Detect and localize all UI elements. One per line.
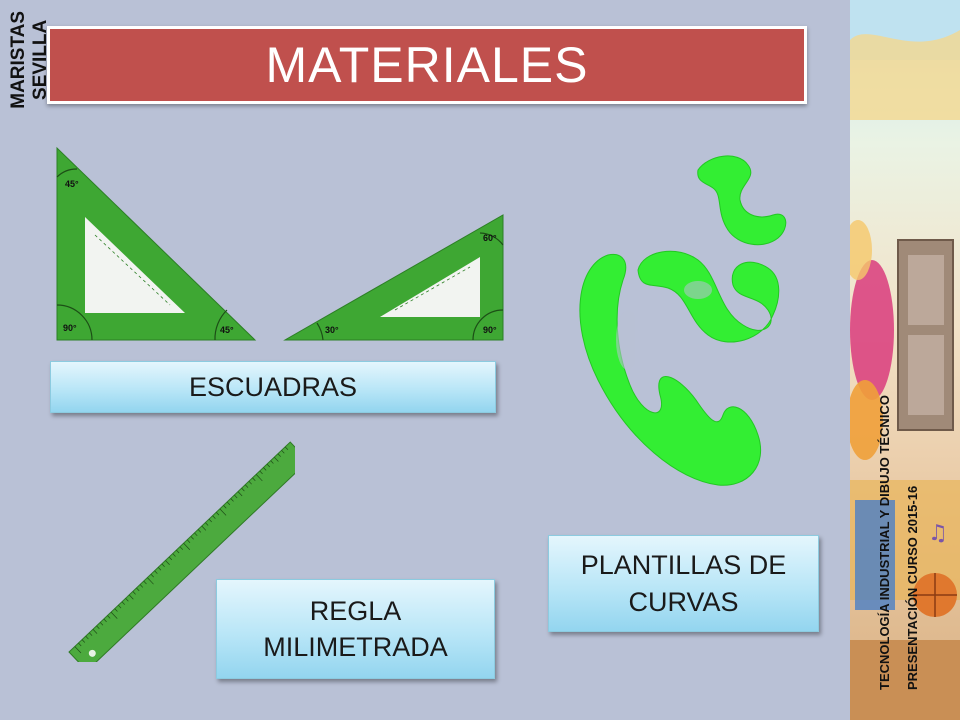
label-escuadras: ESCUADRAS (50, 361, 496, 413)
set-squares-illustration: 45° 90° 45° 60° 30° 90° (56, 146, 504, 341)
brand-line1: MARISTAS (8, 11, 30, 109)
mark-right-bottom-right: 90° (483, 325, 497, 335)
mark-left-bottom-right: 45° (220, 325, 234, 335)
mark-left-bottom-left: 90° (63, 323, 77, 333)
slide-title: MATERIALES (265, 37, 589, 93)
label-plantillas-line2: CURVAS (628, 586, 739, 617)
footer-course-line1: TECNOLOGÍA INDUSTRIAL Y DIBUJO TÉCNICO (877, 395, 892, 690)
brand-maristas-sevilla: MARISTAS SEVILLA (0, 0, 60, 120)
label-plantillas-line1: PLANTILLAS DE (580, 550, 787, 581)
side-collage-art: ♫ (850, 0, 960, 720)
title-banner: MATERIALES (47, 26, 807, 104)
mark-left-top: 45° (65, 179, 79, 189)
brand-line2: SEVILLA (30, 19, 51, 101)
mark-right-top: 60° (483, 233, 497, 243)
french-curves-illustration (579, 155, 787, 486)
label-regla-line2: MILIMETRADA (263, 632, 448, 662)
set-square-45: 45° 90° 45° (56, 146, 257, 341)
label-regla-line1: REGLA (309, 595, 402, 626)
mark-right-bottom-left: 30° (325, 325, 339, 335)
label-regla-milimetrada: REGLA MILIMETRADA (216, 579, 495, 679)
ruler-illustration (68, 441, 295, 662)
footer-course-line2: PRESENTACIÓN CURSO 2015-16 (905, 485, 920, 690)
label-escuadras-text: ESCUADRAS (188, 371, 358, 402)
svg-text:♫: ♫ (928, 521, 948, 546)
decorative-side-panel: ♫ (850, 0, 960, 720)
label-plantillas-de-curvas: PLANTILLAS DE CURVAS (548, 535, 819, 632)
set-square-30-60: 60° 30° 90° (283, 214, 504, 341)
